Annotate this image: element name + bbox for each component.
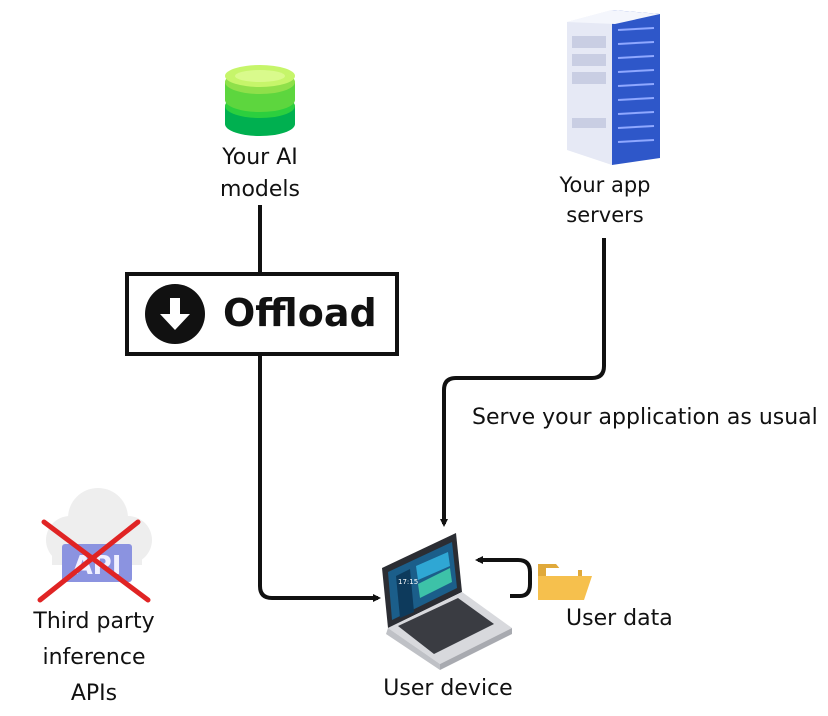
- user-device-label: User device: [383, 676, 513, 701]
- database-icon: [225, 65, 295, 136]
- app-servers-label: Your app servers: [559, 173, 651, 227]
- folder-icon: [538, 564, 592, 600]
- offload-to-device-arrow: [258, 352, 381, 602]
- laptop-icon: 17:15: [382, 533, 512, 670]
- userdata-to-device-arrow: [475, 556, 532, 598]
- servers-to-device-arrow: [440, 238, 606, 527]
- serve-application-label: Serve your application as usual: [472, 405, 818, 430]
- cross-out-icon: [37, 519, 151, 603]
- svg-text:17:15: 17:15: [398, 578, 418, 586]
- offload-box: Offload: [125, 272, 399, 356]
- download-arrow-icon: [145, 284, 205, 344]
- third-party-apis-label: Third party inference APIs: [33, 609, 155, 706]
- user-data-label: User data: [566, 606, 673, 631]
- server-rack-icon: [567, 10, 660, 165]
- offload-label: Offload: [223, 291, 377, 335]
- ai-models-label: Your AI models: [220, 145, 300, 202]
